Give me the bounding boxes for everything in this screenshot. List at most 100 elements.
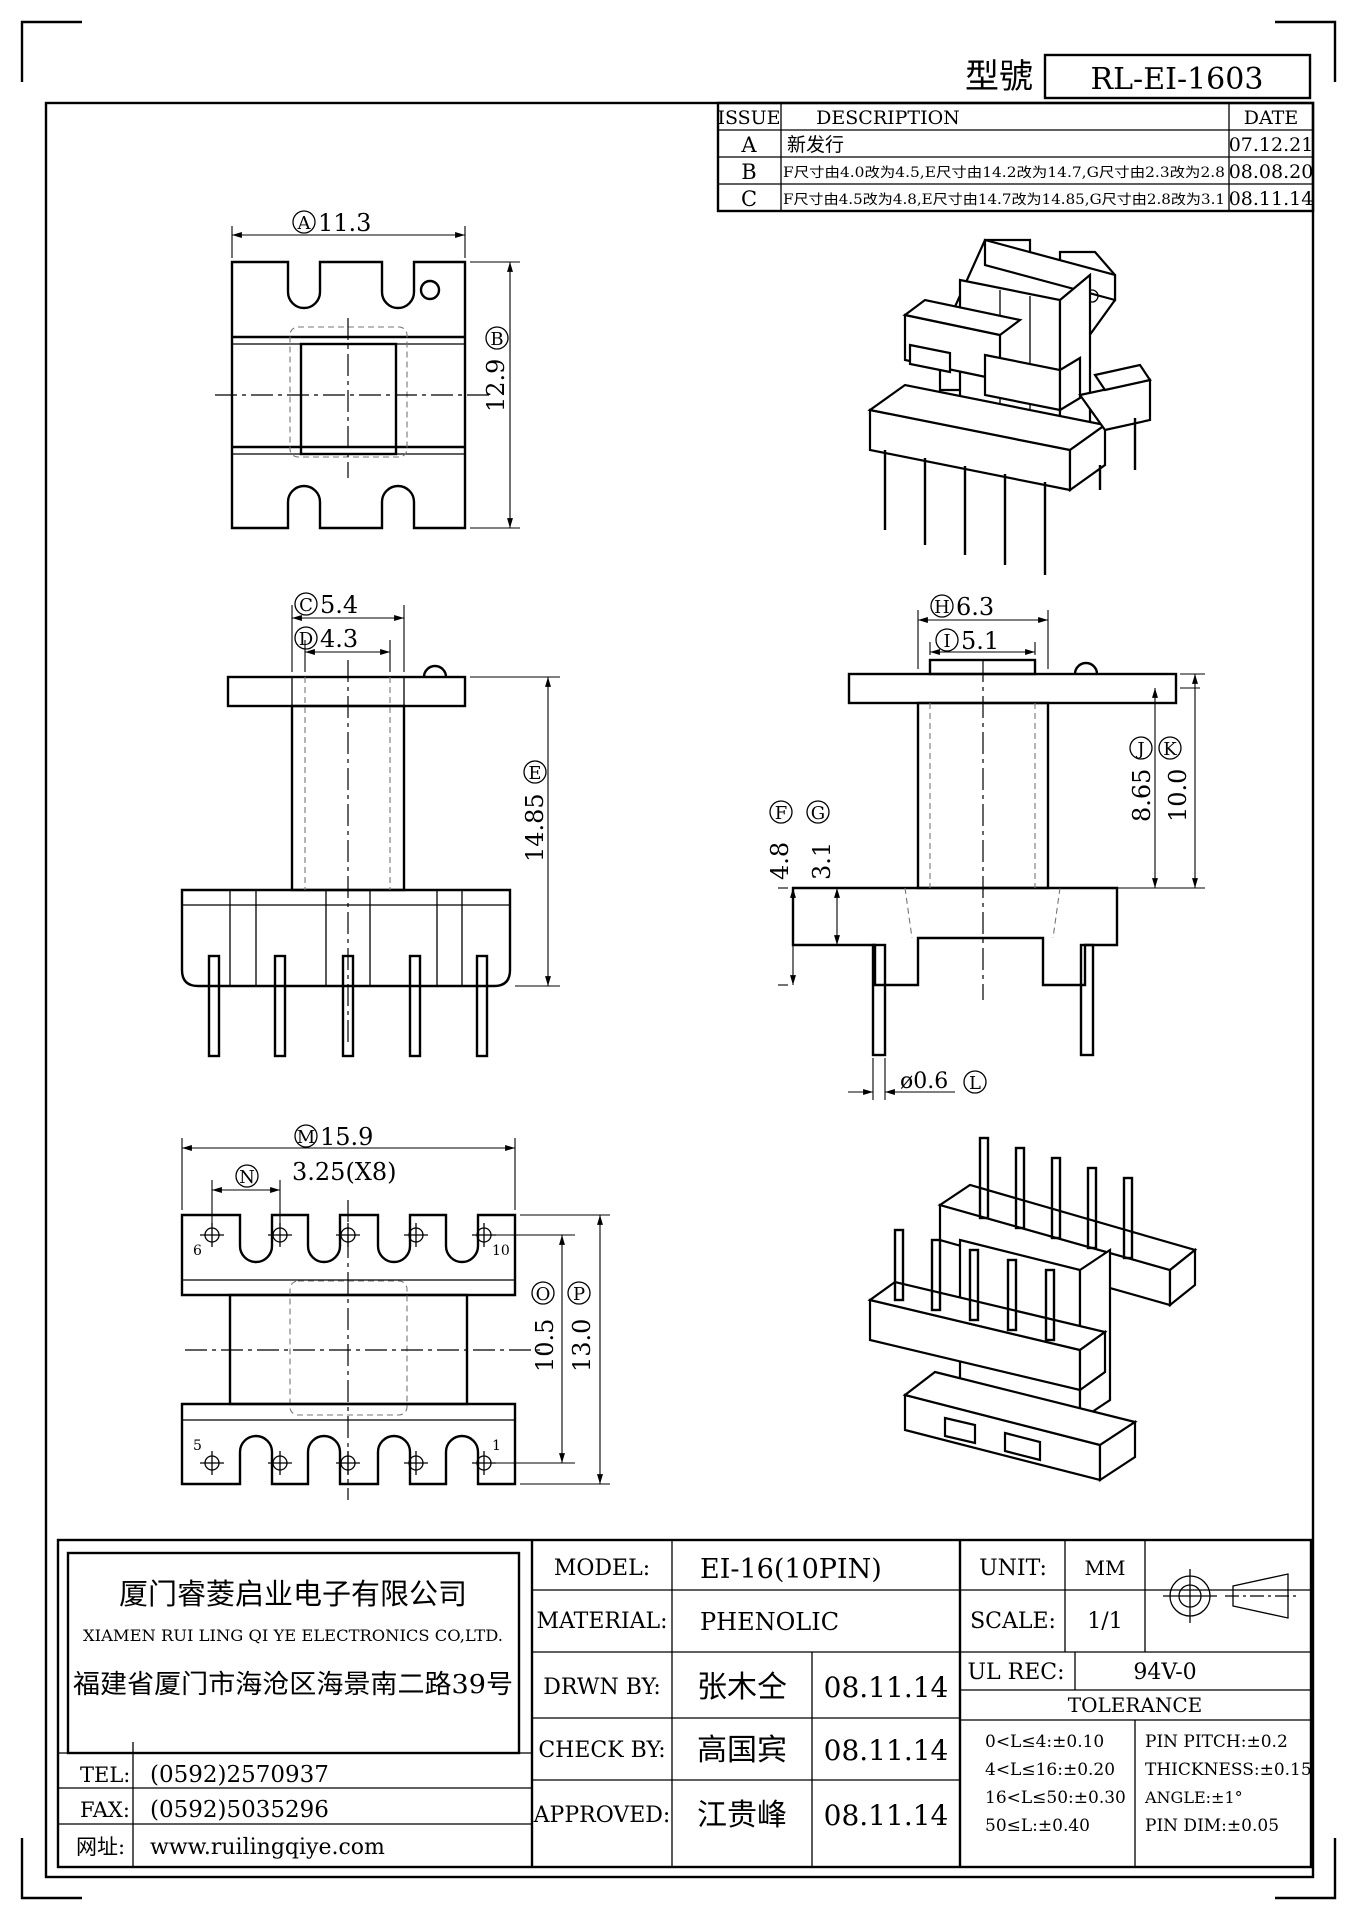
scale-value: 1/1	[1087, 1609, 1122, 1634]
rev-a-date: 07.12.21	[1229, 134, 1314, 156]
dim-j-value: 8.65	[1128, 769, 1156, 822]
title-block: 厦门睿菱启业电子有限公司 XIAMEN RUI LING QI YE ELECT…	[56, 1538, 1313, 1869]
pin-1-label: 1	[492, 1438, 501, 1454]
dim-e-letter: E	[528, 763, 541, 784]
material-label: MATERIAL:	[536, 1609, 667, 1634]
rev-header-issue: ISSUE	[717, 107, 780, 129]
tolerance-title: TOLERANCE	[1068, 1693, 1203, 1717]
dim-o-value: 10.5	[531, 1319, 559, 1372]
drawn-label: DRWN BY:	[543, 1675, 661, 1700]
company-address: 福建省厦门市海沧区海景南二路39号	[73, 1670, 513, 1700]
unit-value: MM	[1085, 1556, 1126, 1580]
dim-h-value: 6.3	[956, 593, 994, 621]
tol-left-2: 4<L≤16:±0.20	[985, 1760, 1115, 1780]
isometric-view-top	[867, 238, 1152, 575]
dim-k-letter: K	[1163, 739, 1177, 760]
dim-f-value: 4.8	[766, 842, 794, 880]
tel-label: TEL:	[80, 1763, 130, 1787]
drawing-frame	[44, 101, 1315, 1879]
company-name-en: XIAMEN RUI LING QI YE ELECTRONICS CO,LTD…	[83, 1626, 503, 1645]
tol-right-4: PIN DIM:±0.05	[1145, 1816, 1279, 1836]
dim-d-value: 4.3	[320, 625, 358, 653]
rev-header-description: DESCRIPTION	[816, 107, 960, 129]
check-by: 高国宾	[697, 1733, 787, 1768]
top-view: A 11.3 B 12.9	[215, 209, 520, 530]
model-number-header: 型號 RL-EI-1603	[965, 53, 1312, 100]
approved-by: 江贵峰	[697, 1798, 787, 1833]
rev-a-desc: 新发行	[787, 134, 844, 156]
rev-b-desc: F尺寸由4.0改为4.5,E尺寸由14.2改为14.7,G尺寸由2.3改为2.8	[783, 165, 1225, 181]
bottom-view: 6 10 5 1 M 15.9 N 3.25(X8) O 10.5 P 13.0	[180, 1123, 610, 1500]
dim-o-letter: O	[536, 1284, 551, 1305]
dim-p-letter: P	[573, 1284, 585, 1305]
tol-left-3: 16<L≤50:±0.30	[985, 1788, 1126, 1808]
dim-l-letter: L	[969, 1073, 981, 1094]
dim-c-value: 5.4	[320, 591, 358, 619]
ul-label: UL REC:	[967, 1660, 1064, 1685]
dim-i-letter: I	[943, 631, 950, 652]
side-view: H 6.3 I 5.1 J 8.65 K 10.0 F 4.8 G 3.	[766, 593, 1205, 1100]
dim-c-letter: C	[299, 595, 313, 616]
dim-n-value: 3.25(X8)	[292, 1158, 397, 1186]
dim-g-value: 3.1	[808, 842, 836, 880]
drawn-by: 张木仝	[697, 1670, 787, 1705]
dim-i-value: 5.1	[961, 627, 999, 655]
approved-label: APPROVED:	[533, 1803, 671, 1828]
dim-n-letter: N	[239, 1167, 255, 1188]
dim-e-value: 14.85	[521, 793, 549, 862]
rev-c-issue: C	[741, 187, 757, 211]
approved-date: 08.11.14	[824, 1799, 949, 1832]
dim-m-letter: M	[297, 1127, 315, 1148]
dim-k-value: 10.0	[1164, 769, 1192, 822]
corner-marks	[20, 20, 1337, 1900]
pin-6-label: 6	[193, 1243, 202, 1259]
dim-p-value: 13.0	[568, 1319, 596, 1372]
dim-f-letter: F	[775, 803, 788, 824]
rev-b-date: 08.08.20	[1229, 161, 1314, 183]
dim-a-letter: A	[297, 213, 312, 234]
model-no-label: 型號	[965, 57, 1033, 97]
dim-m-value: 15.9	[320, 1123, 373, 1151]
model-no-value: RL-EI-1603	[1091, 62, 1264, 97]
tol-left-1: 0<L≤4:±0.10	[985, 1732, 1104, 1752]
fax-value: (0592)5035296	[150, 1797, 329, 1823]
tol-right-3: ANGLE:±1°	[1144, 1788, 1243, 1807]
material-value: PHENOLIC	[700, 1608, 839, 1636]
unit-label: UNIT:	[979, 1556, 1047, 1581]
model-label: MODEL:	[554, 1556, 650, 1581]
tol-right-2: THICKNESS:±0.15	[1145, 1760, 1312, 1780]
rev-c-desc: F尺寸由4.5改为4.8,E尺寸由14.7改为14.85,G尺寸由2.8改为3.…	[783, 192, 1225, 208]
dim-d-letter: D	[299, 629, 313, 650]
dim-j-letter: J	[1135, 739, 1144, 760]
dim-l-value: ø0.6	[900, 1069, 948, 1094]
scale-label: SCALE:	[970, 1609, 1056, 1634]
tol-right-1: PIN PITCH:±0.2	[1145, 1732, 1288, 1752]
dim-h-letter: H	[934, 597, 950, 618]
dim-g-letter: G	[811, 803, 825, 824]
fax-label: FAX:	[80, 1798, 130, 1822]
rev-c-date: 08.11.14	[1229, 188, 1314, 210]
tel-value: (0592)2570937	[150, 1762, 329, 1788]
rev-a-issue: A	[740, 133, 757, 157]
rev-b-issue: B	[741, 160, 756, 184]
front-view: C 5.4 D 4.3 E 14.85	[180, 591, 560, 1058]
tol-left-4: 50≤L:±0.40	[985, 1816, 1090, 1836]
isometric-view-bottom	[867, 1136, 1198, 1483]
model-value: EI-16(10PIN)	[700, 1554, 882, 1585]
company-name-cn: 厦门睿菱启业电子有限公司	[119, 1577, 467, 1611]
dim-a-value: 11.3	[318, 209, 371, 237]
dim-b-letter: B	[490, 329, 503, 350]
projection-symbol-icon	[1163, 1569, 1298, 1623]
web-label: 网址:	[76, 1835, 125, 1859]
pin-10-label: 10	[492, 1243, 510, 1259]
ul-value: 94V-0	[1133, 1660, 1196, 1685]
web-value: www.ruilingqiye.com	[150, 1835, 385, 1860]
check-label: CHECK BY:	[538, 1738, 665, 1763]
dim-b-value: 12.9	[482, 359, 510, 412]
pin-5-label: 5	[193, 1438, 202, 1454]
revision-table: ISSUE DESCRIPTION DATE A 新发行 07.12.21 B …	[716, 101, 1315, 213]
rev-header-date: DATE	[1244, 107, 1298, 129]
drawn-date: 08.11.14	[824, 1671, 949, 1704]
check-date: 08.11.14	[824, 1734, 949, 1767]
